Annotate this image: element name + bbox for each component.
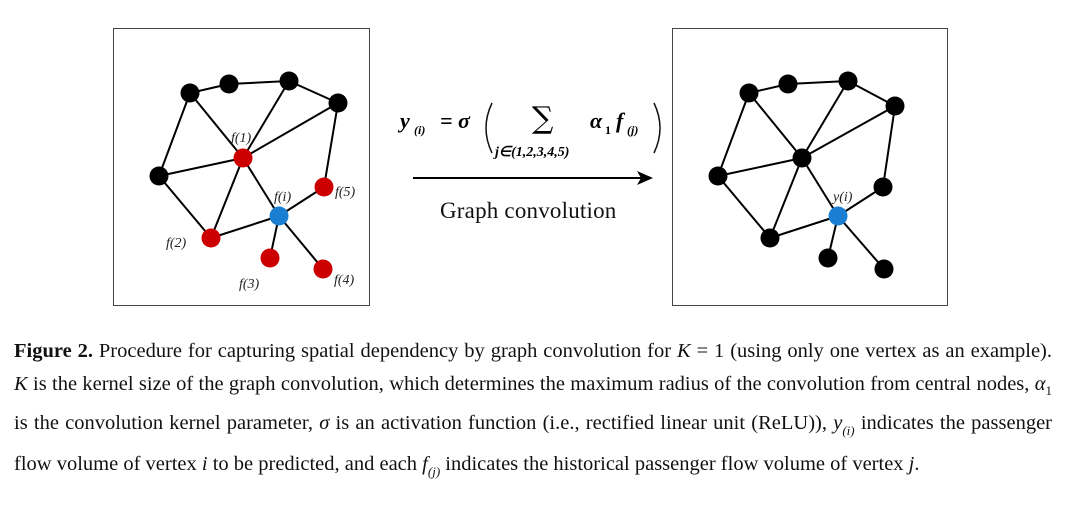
right-graph-panel: y(i)	[672, 28, 948, 306]
right-graph-nodes	[708, 71, 905, 279]
blue-node-fi	[269, 206, 289, 226]
caption-math-alpha: α	[1034, 372, 1046, 395]
label-fi: f(i)	[274, 190, 291, 205]
edge	[228, 80, 290, 85]
edge	[323, 102, 339, 188]
caption-math-f: f	[422, 452, 428, 475]
edge	[210, 215, 280, 239]
black-node	[838, 71, 858, 91]
black-node	[149, 166, 169, 186]
black-node	[180, 83, 200, 103]
black-node	[885, 96, 905, 116]
edge	[882, 105, 896, 188]
black-node	[760, 228, 780, 248]
caption-math-y: y	[833, 412, 843, 435]
formula-alpha: α	[590, 108, 603, 133]
left-graph-panel: f(1) f(i) f(5) f(2) f(3) f(4)	[113, 28, 370, 306]
graph-convolution-formula: y (i) = σ ∑ j∈(1,2,3,4,5) α 1 f (j)	[397, 98, 670, 168]
figure-label: Figure 2.	[14, 340, 93, 362]
edge	[158, 92, 191, 177]
label-f2: f(2)	[166, 236, 187, 251]
caption-text: .	[914, 452, 920, 475]
left-graph-svg: f(1) f(i) f(5) f(2) f(3) f(4)	[149, 71, 356, 292]
black-node	[873, 177, 893, 197]
edge	[748, 92, 803, 159]
label-f4: f(4)	[334, 273, 355, 288]
arrow-label: Graph convolution	[440, 198, 617, 223]
red-node-f4	[313, 259, 333, 279]
edge	[278, 215, 324, 270]
left-paren	[485, 102, 493, 154]
right-paren	[653, 102, 661, 154]
right-graph-edges	[717, 80, 896, 270]
edge	[717, 157, 803, 177]
formula-lhs-sub: (i)	[414, 123, 425, 137]
caption-math-j: j	[908, 452, 915, 475]
blue-node-yi	[828, 206, 848, 226]
edge	[242, 157, 280, 217]
edge	[769, 157, 803, 239]
caption-math-i: i	[201, 452, 208, 475]
edge	[801, 105, 896, 159]
edge	[717, 92, 750, 177]
red-node-f3	[260, 248, 280, 268]
formula-sum-symbol: ∑	[532, 101, 554, 136]
caption-math-f-sub: (j)	[427, 463, 441, 479]
black-node	[328, 93, 348, 113]
edge	[158, 157, 244, 177]
caption-text: = 1 (using only one vertex as an example…	[690, 340, 1052, 362]
edge	[717, 175, 771, 239]
edge	[189, 92, 244, 159]
caption-math-sigma: σ	[319, 412, 330, 435]
edge	[801, 157, 839, 217]
black-node	[708, 166, 728, 186]
edge	[787, 80, 849, 85]
edge	[837, 215, 885, 270]
caption-text: indicates the passenger flow volume of v…	[14, 412, 1052, 475]
formula-svg: y (i) = σ ∑ j∈(1,2,3,4,5) α 1 f (j)	[397, 101, 661, 160]
arrow-svg	[413, 171, 653, 185]
caption-text: is the convolution kernel parameter,	[14, 412, 320, 435]
arrow-head	[637, 171, 653, 185]
caption-math-alpha-sub: 1	[1045, 382, 1053, 398]
red-node-f2	[201, 228, 221, 248]
edge	[158, 175, 212, 239]
black-node	[792, 148, 812, 168]
formula-alpha-sub: 1	[605, 123, 611, 137]
figure-caption: Figure 2. Procedure for capturing spatia…	[14, 335, 1052, 488]
red-node-f5	[314, 177, 334, 197]
edge	[801, 80, 849, 159]
black-node	[874, 259, 894, 279]
label-f3: f(3)	[239, 277, 260, 292]
black-node	[778, 74, 798, 94]
edge	[242, 102, 339, 159]
left-graph-nodes	[149, 71, 348, 279]
formula-f: f	[616, 108, 626, 133]
label-yi: y(i)	[831, 190, 853, 205]
label-f5: f(5)	[335, 185, 356, 200]
caption-math-K: K	[676, 340, 691, 362]
caption-text: is an activation function (i.e., rectifi…	[329, 412, 834, 435]
formula-f-sub: (j)	[627, 123, 638, 137]
formula-sum-index: j∈(1,2,3,4,5)	[493, 145, 569, 160]
formula-lhs: y	[397, 108, 410, 133]
caption-math-K: K	[14, 372, 28, 395]
right-graph-svg: y(i)	[708, 71, 905, 279]
caption-text: indicates the historical passenger flow …	[440, 452, 909, 475]
black-node	[818, 248, 838, 268]
label-f1: f(1)	[231, 131, 252, 146]
edge	[242, 80, 290, 159]
caption-text: is the kernel size of the graph convolut…	[27, 372, 1035, 395]
black-node	[279, 71, 299, 91]
formula-equals-sigma: = σ	[440, 108, 471, 133]
red-node-f1	[233, 148, 253, 168]
edge	[769, 215, 839, 239]
black-node	[739, 83, 759, 103]
black-node	[219, 74, 239, 94]
caption-text: Procedure for capturing spatial dependen…	[92, 340, 677, 362]
edge	[210, 157, 244, 239]
caption-math-y-sub: (i)	[842, 423, 855, 439]
caption-text: to be predicted, and each	[207, 452, 423, 475]
arrow	[413, 168, 653, 188]
